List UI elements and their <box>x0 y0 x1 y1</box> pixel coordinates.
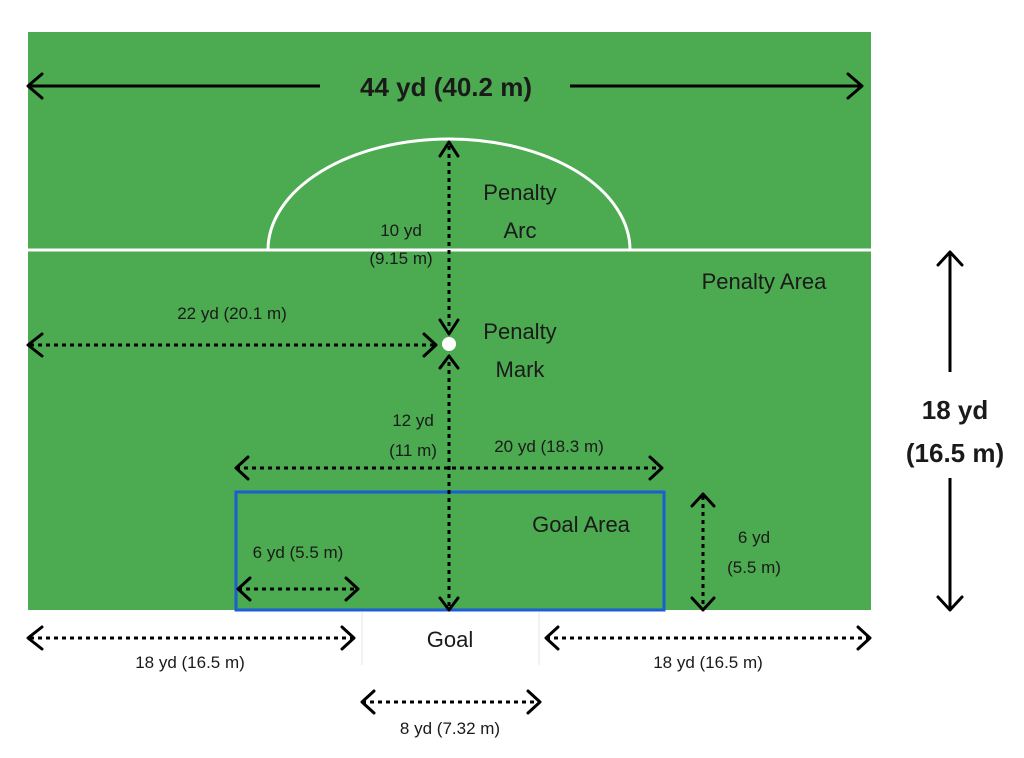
mark-offset-arrow <box>26 332 438 358</box>
area-depth-label-1: 18 yd <box>922 395 989 425</box>
goal-area-depth-arrow <box>690 492 716 612</box>
goal-width-arrow <box>360 689 542 715</box>
penalty-arc-label-2: Arc <box>504 218 537 243</box>
penalty-mark-label-1: Penalty <box>483 319 556 344</box>
goal-label: Goal <box>427 627 473 652</box>
pitch-grass <box>28 32 871 610</box>
area-depth-arrow <box>936 250 964 612</box>
penalty-arc <box>266 137 632 251</box>
top-width-label: 44 yd (40.2 m) <box>360 72 532 102</box>
right-offset-arrow <box>544 625 872 651</box>
arc-radius-arrow <box>438 140 460 336</box>
goal-width-label: 8 yd (7.32 m) <box>400 719 500 738</box>
penalty-mark <box>442 337 456 351</box>
goal-area-inset-label: 6 yd (5.5 m) <box>253 543 344 562</box>
goal-area-inset-arrow <box>236 576 360 602</box>
goal-area-depth-label-2: (5.5 m) <box>727 558 781 577</box>
right-offset-label: 18 yd (16.5 m) <box>653 653 763 672</box>
mark-offset-label: 22 yd (20.1 m) <box>177 304 287 323</box>
left-offset-label: 18 yd (16.5 m) <box>135 653 245 672</box>
mark-distance-arrow <box>438 354 460 612</box>
goal-area-width-arrow <box>234 455 664 481</box>
left-offset-arrow <box>26 625 356 651</box>
penalty-mark-label-2: Mark <box>496 357 546 382</box>
penalty-arc-label-1: Penalty <box>483 180 556 205</box>
mark-distance-label-2: (11 m) <box>389 441 437 460</box>
penalty-area-label: Penalty Area <box>702 269 828 294</box>
arc-radius-label-1: 10 yd <box>380 221 422 240</box>
goal-area-width-label: 20 yd (18.3 m) <box>494 437 604 456</box>
goal-area-depth-label-1: 6 yd <box>738 528 770 547</box>
mark-distance-label-1: 12 yd <box>392 411 434 430</box>
goal-area-label: Goal Area <box>532 512 631 537</box>
area-depth-label-2: (16.5 m) <box>906 438 1004 468</box>
top-width-arrow <box>26 72 864 100</box>
arc-radius-label-2: (9.15 m) <box>369 249 432 268</box>
